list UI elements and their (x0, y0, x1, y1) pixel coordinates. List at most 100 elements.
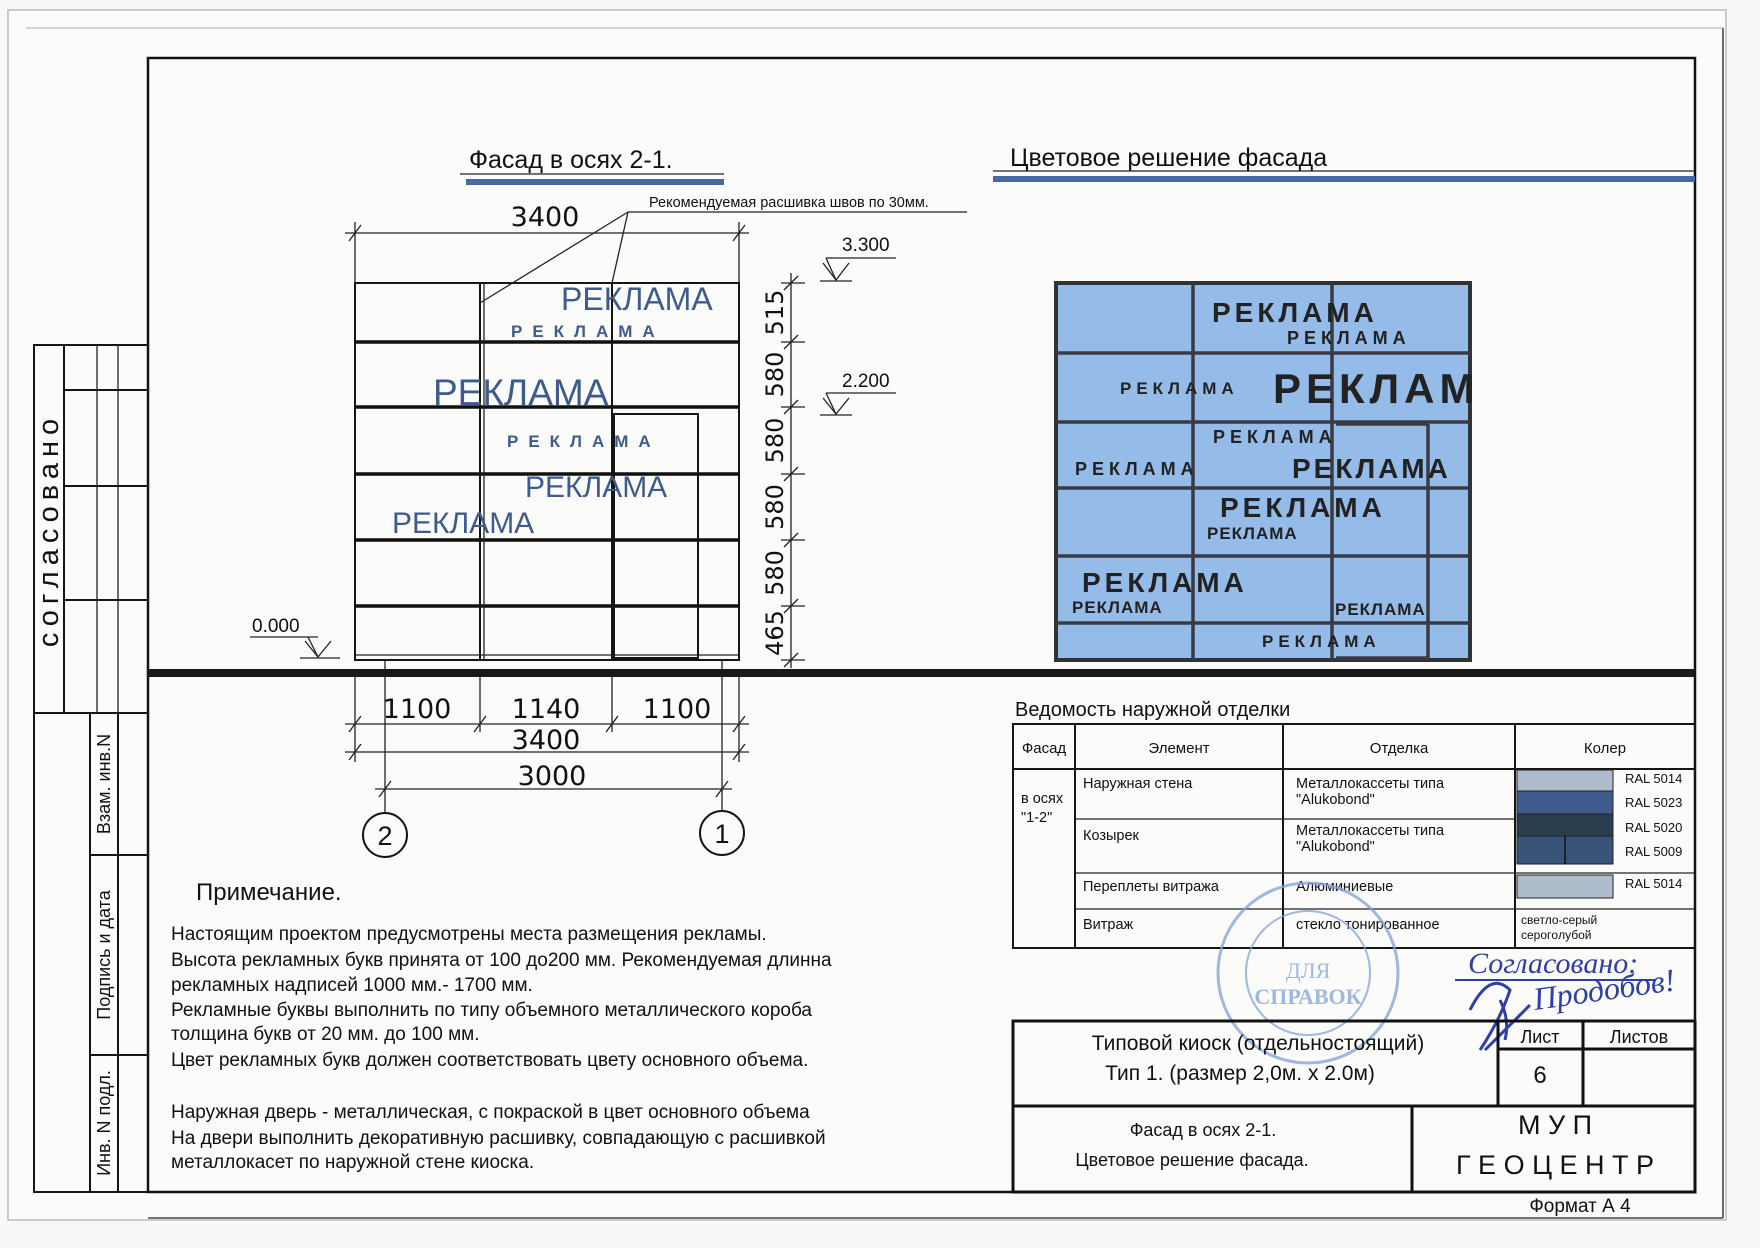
note-line: металлокасет по наружной стене киоска. (171, 1152, 534, 1173)
dim-tick (783, 334, 799, 350)
dim-right-label: 580 (761, 550, 789, 596)
dim-bottom-3: 1100 (643, 694, 712, 725)
notes-heading: Примечание. (196, 879, 342, 906)
axis-marker-1 (699, 810, 745, 856)
element-cell: Витраж (1083, 917, 1134, 933)
sheets-label: Листов (1610, 1027, 1668, 1047)
finish-schedule: Ведомость наружной отделки Фасад Элемент… (1012, 699, 1696, 949)
note-line: Наружная дверь - металлическая, с покрас… (171, 1102, 810, 1123)
axis-label: 2 (377, 821, 392, 851)
ral-label: RAL 5014 (1625, 771, 1682, 786)
finish-cell: Металлокассеты типа (1296, 776, 1445, 792)
dim-tick (783, 598, 799, 614)
level-mark-0000: 0.000 (250, 616, 340, 659)
color-swatch (1516, 874, 1614, 899)
level-label: 0.000 (252, 616, 300, 637)
title-block: Типовой киоск (отдельностоящий) Тип 1. (… (1011, 1019, 1697, 1194)
dim-tick (783, 532, 799, 548)
note-line: Рекламные буквы выполнить по типу объемн… (171, 1000, 812, 1021)
level-label: 3.300 (842, 235, 890, 256)
finish-cell: "Alukobond" (1296, 792, 1375, 808)
ad-text: РЕКЛАМА (1262, 632, 1381, 651)
element-cell: Наружная стена (1083, 776, 1193, 792)
ground-line (148, 669, 1695, 677)
glass-color: светло-серый (1521, 913, 1597, 927)
finish-cell: стекло тонированное (1296, 917, 1440, 933)
ad-text: РЕКЛАМА (1212, 297, 1378, 328)
ad-text: РЕКЛАМА (1220, 492, 1386, 523)
title-bar (993, 176, 1695, 182)
inv-original-label: Инв. N подл. (94, 1070, 114, 1176)
level-mark-2200: 2.200 (820, 371, 896, 416)
finish-cell: "Alukobond" (1296, 839, 1375, 855)
ral-label: RAL 5020 (1625, 820, 1682, 835)
org-name: М У П (1518, 1110, 1592, 1140)
dim-tick (783, 399, 799, 415)
dim-tick (783, 275, 799, 291)
sheet-number: 6 (1533, 1062, 1546, 1089)
ad-text: РЕКЛАМА (392, 507, 534, 540)
sheet-label: Лист (1520, 1027, 1559, 1047)
header-element: Элемент (1148, 740, 1209, 757)
replace-inv-label: Взам. инв.N (94, 734, 114, 834)
ad-text: РЕКЛАМА (561, 281, 713, 317)
ad-text: РЕКЛАМА (433, 372, 609, 413)
ad-text: РЕКЛАМА (1287, 328, 1411, 348)
stamp: ДЛЯ СПРАВОК (1216, 881, 1400, 1065)
note-line: толщина букв от 20 мм. до 100 мм. (171, 1024, 480, 1045)
signature-note: Согласовано: (1468, 947, 1638, 980)
ad-text: РЕКЛАМ (1273, 365, 1479, 412)
notes: Примечание. Настоящим проектом предусмот… (171, 879, 832, 1173)
color-swatch (1516, 813, 1614, 837)
agreed-label: согласовано (33, 413, 65, 647)
project-title: Типовой киоск (отдельностоящий) (1092, 1032, 1424, 1055)
left-strip: согласовано Взам. инв.N Подпись и дата И… (33, 344, 149, 1193)
dim-right-label: 580 (761, 418, 789, 464)
note-line: Цвет рекламных букв должен соответствова… (171, 1050, 808, 1071)
element-cell: Переплеты витража (1083, 879, 1220, 895)
ral-label: RAL 5014 (1625, 876, 1682, 891)
dim-right-label: 515 (761, 290, 789, 336)
schedule-title: Ведомость наружной отделки (1015, 699, 1290, 721)
ad-text: РЕКЛАМА (1072, 598, 1163, 617)
ad-text: РЕКЛАМА (1082, 567, 1248, 598)
sheet-name: Фасад в осях 2-1. (1130, 1120, 1277, 1140)
sheet-name: Цветовое решение фасада. (1075, 1150, 1308, 1170)
axis-label: 1 (714, 819, 729, 849)
header-facade: Фасад (1022, 740, 1067, 757)
axis-marker-2 (362, 812, 408, 858)
title-bar (466, 179, 724, 185)
stamp-text: ДЛЯ (1286, 958, 1331, 983)
ad-text: РЕКЛАМА (1120, 379, 1239, 398)
dim-top: 3400 (511, 202, 580, 233)
dim-right-label: 580 (761, 352, 789, 398)
header-finish: Отделка (1370, 740, 1429, 757)
project-subtitle: Тип 1. (размер 2,0м. х 2.0м) (1105, 1062, 1375, 1085)
note-line: На двери выполнить декоративную расшивку… (171, 1128, 826, 1149)
ral-label: RAL 5023 (1625, 795, 1682, 810)
note-line: Высота рекламных букв принята от 100 до2… (171, 950, 832, 971)
ad-text: РЕКЛАМА (525, 471, 667, 504)
finish-cell: Металлокассеты типа (1296, 823, 1445, 839)
facade-title: Фасад в осях 2-1. (469, 146, 673, 174)
facade-elevation: Рекомендуемая расшивка швов по 30мм. 340… (250, 195, 967, 858)
level-mark-3300: 3.300 (820, 235, 896, 282)
finish-cell: Алюминиевые (1296, 879, 1393, 895)
level-label: 2.200 (842, 371, 890, 392)
signature: Согласовано: Продобов! (1455, 947, 1677, 1052)
dim-bottom-2: 1140 (512, 694, 581, 725)
ad-text: РЕКЛАМА (1213, 427, 1337, 447)
note-line: Настоящим проектом предусмотрены места р… (171, 924, 767, 945)
facade-cell: "1-2" (1021, 810, 1052, 826)
color-swatch (1516, 790, 1614, 815)
format-label: Формат А 4 (1529, 1196, 1631, 1217)
ad-text: РЕКЛАМА (1335, 600, 1426, 619)
dim-bottom-1: 1100 (383, 694, 452, 725)
header-color: Колер (1584, 740, 1626, 757)
stamp-text: СПРАВОК (1254, 984, 1361, 1009)
color-swatch (1516, 769, 1614, 792)
ral-label: RAL 5009 (1625, 844, 1682, 859)
